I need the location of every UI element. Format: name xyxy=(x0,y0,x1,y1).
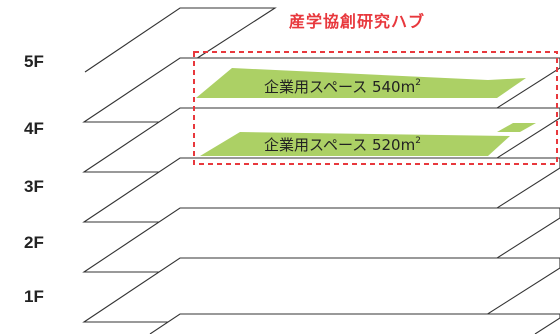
floor-label-2f: 2F xyxy=(24,233,44,252)
space-label-5f-text: 企業用スペース 540m xyxy=(264,78,415,96)
floor-label-4f: 4F xyxy=(24,119,44,138)
space-label-4f: 企業用スペース 520m2 xyxy=(264,136,421,154)
floor-label-3f: 3F xyxy=(24,177,44,196)
space-label-4f-text: 企業用スペース 520m xyxy=(264,136,415,154)
floor-label-5f: 5F xyxy=(24,52,44,71)
research-hub-outline xyxy=(193,51,558,165)
enterprise-space-4f xyxy=(200,132,510,156)
floor-plate-ground-partial xyxy=(149,313,560,334)
enterprise-space-4f-annex xyxy=(497,123,536,132)
enterprise-space-5f xyxy=(196,68,526,98)
space-label-5f: 企業用スペース 540m2 xyxy=(264,78,421,96)
hub-title: 産学協創研究ハブ xyxy=(289,12,425,31)
space-label-5f-superscript: 2 xyxy=(415,78,421,88)
floor-label-1f: 1F xyxy=(24,287,44,306)
space-label-4f-superscript: 2 xyxy=(415,136,421,146)
